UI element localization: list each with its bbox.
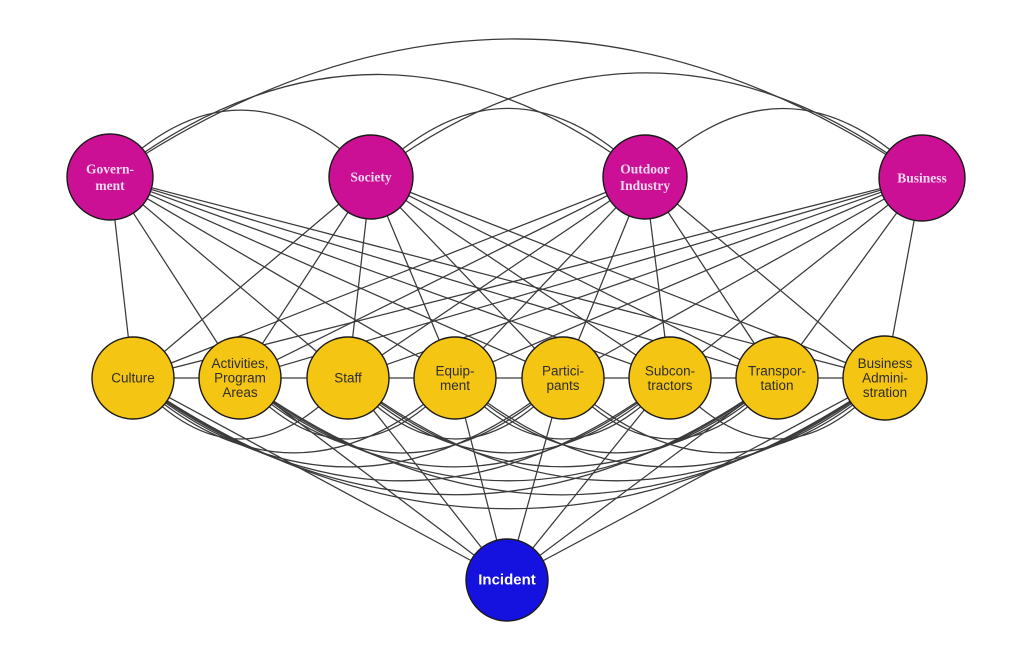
incident-circle [465,538,549,622]
edge-equipment--business-administration [454,377,886,468]
node-staff: Staff [306,336,390,420]
business-circle [878,134,966,222]
node-equipment: Equip-ment [413,336,497,420]
node-participants: Partici-pants [521,336,605,420]
edge-business--subcontractors [669,177,923,379]
edge-activities-program-areas--participants [239,377,564,454]
edge-outdoor-industry--staff [347,176,646,379]
edge-outdoor-industry--activities-program-areas [239,176,646,379]
subcontractors-circle [628,336,712,420]
edge-culture--incident [132,377,508,581]
edge-society--subcontractors [370,176,671,379]
edge-business-administration--incident [506,377,886,581]
edge-culture--transportation [132,377,778,496]
participants-circle [521,336,605,420]
edge-participants--business-administration [562,377,886,454]
equipment-circle [413,336,497,420]
outdoor-industry-circle [602,134,688,220]
edge-outdoor-industry--equipment [454,176,646,379]
edge-activities-program-areas--incident [239,377,508,581]
government-circle [66,133,154,221]
edge-activities-program-areas--transportation [239,377,778,482]
edge-staff--incident [347,377,508,581]
edge-business--equipment [454,177,923,379]
edge-society--business [370,72,923,179]
edge-subcontractors--incident [506,377,671,581]
edge-equipment--transportation [454,377,778,454]
edge-culture--subcontractors [132,377,671,482]
node-business: Business [878,134,966,222]
business-administration-circle [842,335,928,421]
edge-staff--business-administration [347,377,886,482]
culture-circle [91,336,175,420]
edge-society--outdoor-industry [370,107,646,178]
activities-program-areas-circle [198,336,282,420]
edge-outdoor-industry--business [644,108,923,179]
edge-culture--business-administration [132,377,886,510]
node-subcontractors: Subcon-tractors [628,336,712,420]
node-government: Govern-ment [66,133,154,221]
node-society: Society [328,134,414,220]
edge-society--transportation [370,176,778,379]
edge-activities-program-areas--business-administration [239,377,886,496]
edge-business--participants [562,177,923,379]
node-culture: Culture [91,336,175,420]
edge-staff--subcontractors [347,377,671,454]
edge-society--culture [132,176,372,379]
transportation-circle [735,336,819,420]
node-incident: Incident [465,538,549,622]
edge-outdoor-industry--business-administration [644,176,886,379]
edge-government--business [109,38,923,179]
node-transportation: Transpor-tation [735,336,819,420]
staff-circle [306,336,390,420]
society-circle [328,134,414,220]
edge-society--participants [370,176,564,379]
edge-government--society [109,109,372,178]
edge-culture--equipment [132,377,456,454]
edge-government--outdoor-industry [109,73,646,178]
edge-transportation--incident [506,377,778,581]
